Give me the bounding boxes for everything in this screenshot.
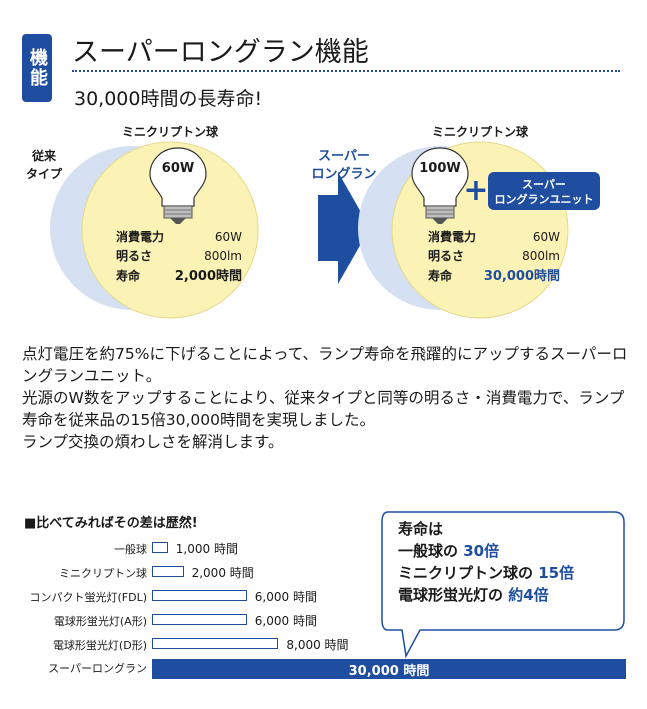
right-type-label-2: ロングラン (311, 166, 376, 182)
bar-value-label: 6,000 時間 (254, 614, 317, 628)
bar (152, 614, 247, 625)
left-spec-value-2: 2,000時間 (175, 268, 242, 284)
bar (152, 542, 168, 553)
description-paragraph: 点灯電圧を約75%に下げることによって、ランプ寿命を飛躍的にアップするスーパーロ… (22, 345, 628, 385)
description-paragraph: ランプ交換の煩わしさを解消します。 (22, 433, 284, 451)
bar-value-label: 30,000 時間 (348, 663, 430, 679)
feature-tag: 機能 (22, 34, 52, 102)
bar: 30,000 時間 (152, 659, 626, 679)
callout-text: 寿命は 一般球の 30倍 ミニクリプトン球の 15倍 電球形蛍光灯の 約4倍 (398, 518, 574, 606)
left-glow-circle (81, 141, 259, 319)
page-title: スーパーロングラン機能 (72, 37, 369, 68)
left-type-label-2: タイプ (26, 166, 63, 181)
left-bulb-watt: 60W (162, 161, 194, 176)
unit-badge-line-1: スーパー (522, 178, 566, 191)
right-type-label-1: スーパー (318, 149, 370, 164)
chart-title: ■比べてみればその差は歴然! (24, 516, 198, 531)
bar (152, 566, 184, 577)
bar (152, 590, 247, 601)
left-bulb-name: ミニクリプトン球 (122, 124, 219, 139)
left-spec-value-0: 60W (215, 230, 242, 244)
callout-bubble (381, 511, 625, 659)
right-spec-value-0: 60W (533, 230, 560, 244)
right-bulb-name: ミニクリプトン球 (432, 124, 529, 139)
bar (152, 638, 279, 649)
left-type-label-1: 従来 (31, 148, 57, 163)
arrow-icon (318, 172, 370, 284)
left-spec-label-2: 寿命 (116, 268, 141, 283)
bar-value-label: 2,000 時間 (191, 566, 254, 580)
left-spec-label-0: 消費電力 (116, 229, 164, 244)
right-spec-label-2: 寿命 (428, 268, 453, 283)
bar-label: コンパクト蛍光灯(FDL) (29, 591, 147, 604)
comparison-illustration: ミニクリプトン球 60W 従来 タイプ 消費電力 60W 明るさ 800lm 寿… (26, 124, 600, 319)
bar-value-label: 8,000 時間 (286, 638, 349, 652)
bar-label: 電球形蛍光灯(A形) (53, 615, 147, 628)
bar-label: 一般球 (114, 543, 147, 556)
unit-badge-line-2: ロングランユニット (495, 192, 594, 206)
right-spec-value-2: 30,000時間 (484, 268, 560, 284)
plus-icon: + (463, 173, 488, 208)
callout-line: 一般球の 30倍 (398, 542, 500, 560)
title-divider (72, 70, 620, 72)
left-bulb-icon (149, 147, 207, 224)
callout-line: 寿命は (398, 520, 444, 538)
bar-value-label: 1,000 時間 (175, 542, 238, 556)
right-bulb-icon (411, 147, 469, 224)
callout-line: ミニクリプトン球の 15倍 (398, 564, 575, 582)
page-subtitle: 30,000時間の長寿命! (74, 88, 263, 110)
left-spec-value-1: 800lm (204, 249, 242, 263)
bar-label: スーパーロングラン (48, 662, 147, 675)
left-spec-label-1: 明るさ (116, 249, 152, 263)
callout-line: 電球形蛍光灯の 約4倍 (398, 586, 549, 604)
unit-badge (488, 172, 600, 210)
bar-label: ミニクリプトン球 (59, 567, 147, 580)
bar-value-label: 6,000 時間 (254, 590, 317, 604)
description-paragraph: 光源のW数をアップすることにより、従来タイプと同等の明るさ・消費電力で、ランプ寿… (22, 389, 625, 429)
description: 点灯電圧を約75%に下げることによって、ランプ寿命を飛躍的にアップするスーパーロ… (22, 343, 632, 453)
right-spec-value-1: 800lm (522, 249, 560, 263)
right-bulb-watt: 100W (419, 161, 460, 176)
right-spec-label-0: 消費電力 (428, 229, 476, 244)
right-spec-label-1: 明るさ (428, 249, 464, 263)
bar-label: 電球形蛍光灯(D形) (52, 639, 147, 652)
